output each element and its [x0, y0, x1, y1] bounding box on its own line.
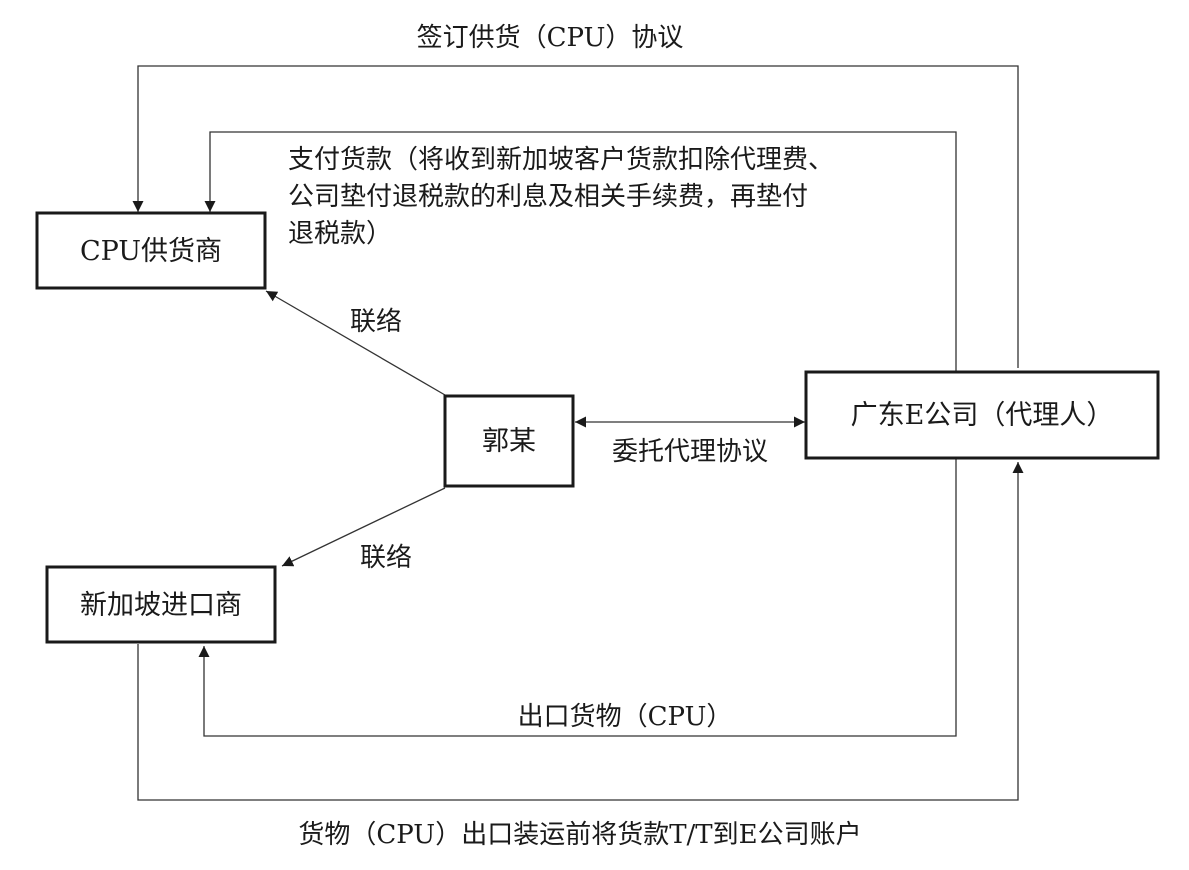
cpu-supplier-label: CPU供货商 [80, 236, 222, 267]
payment-label-line1: 支付货款（将收到新加坡客户货款扣除代理费、 [288, 145, 834, 175]
supply-agreement-arrow [132, 65, 1019, 368]
export-goods-arrow [198, 458, 957, 737]
contact-supplier-label: 联络 [350, 307, 402, 337]
contact-supplier-arrow [265, 290, 446, 396]
payment-label-line3: 退税款） [288, 219, 392, 249]
guangdong-e-label: 广东E公司（代理人） [851, 400, 1114, 431]
singapore-importer-box [45, 565, 277, 644]
guo-box [443, 394, 575, 488]
guo-label: 郭某 [482, 426, 536, 457]
prepayment-arrow [137, 462, 1024, 801]
export-goods-label: 出口货物（CPU） [518, 702, 733, 732]
supply-agreement-label: 签订供货（CPU）协议 [417, 23, 684, 53]
contact-importer-label: 联络 [360, 543, 412, 573]
guangdong-e-box [804, 370, 1160, 460]
payment-label-line2: 公司垫付退税款的利息及相关手续费，再垫付 [288, 182, 808, 212]
agency-agreement-label: 委托代理协议 [612, 437, 768, 467]
singapore-importer-label: 新加坡进口商 [80, 590, 242, 621]
cpu-supplier-box [35, 211, 267, 290]
prepayment-label: 货物（CPU）出口装运前将货款T/T到E公司账户 [298, 820, 861, 850]
contact-importer-arrow [281, 487, 446, 567]
payment-arrow [204, 131, 957, 371]
